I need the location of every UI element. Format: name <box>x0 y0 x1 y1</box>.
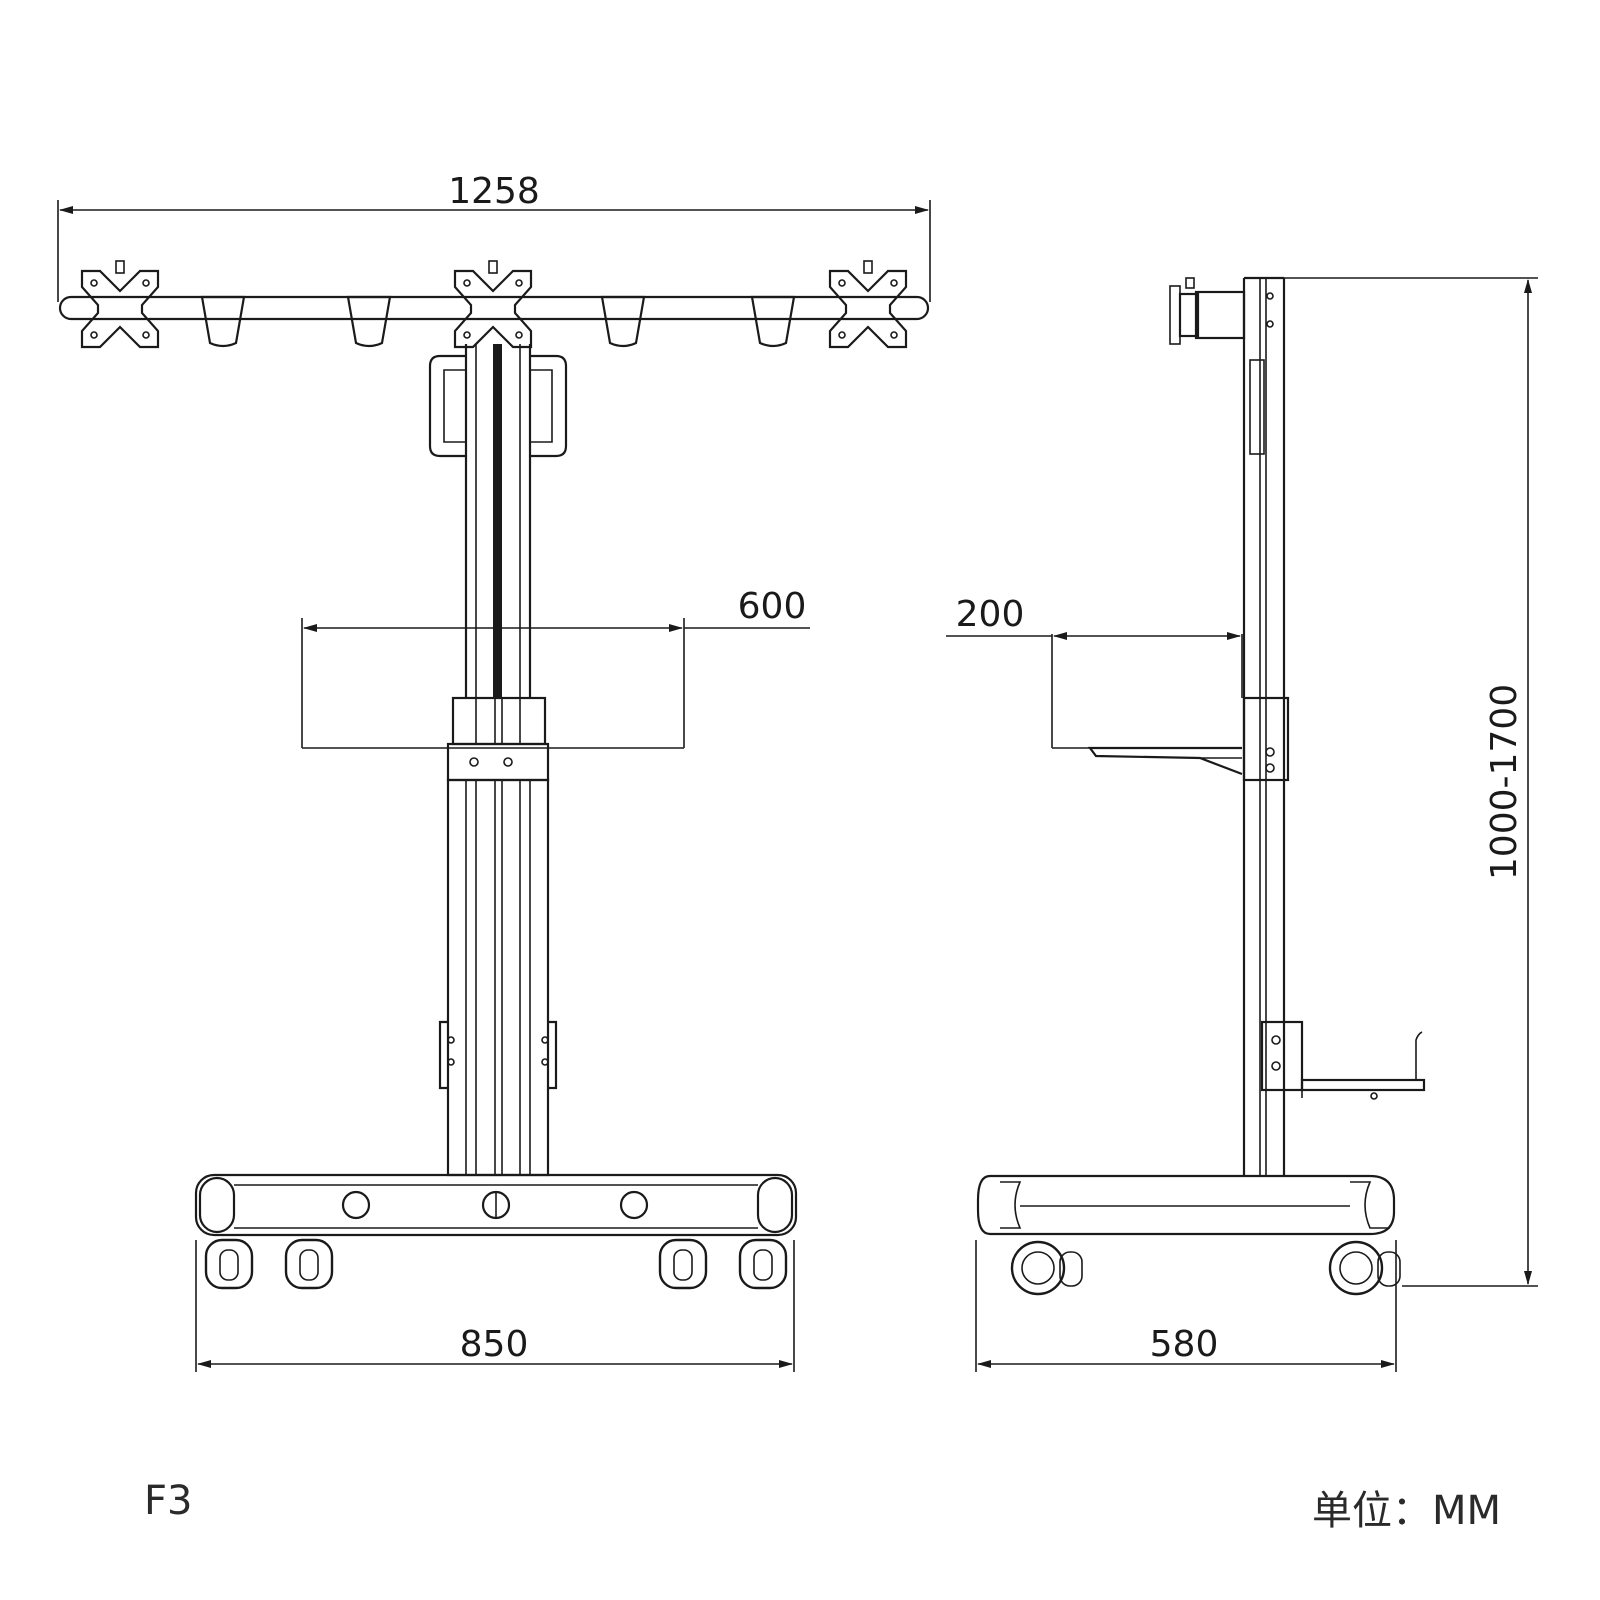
handles <box>428 354 568 458</box>
figure-label: F3 <box>144 1478 193 1524</box>
side-column <box>1242 276 1286 1176</box>
side-casters <box>1010 1240 1401 1296</box>
lower-brackets <box>438 1020 558 1090</box>
cable-clips <box>200 295 796 348</box>
dim-base-depth: 580 <box>975 1240 1397 1372</box>
dim-height-range-text: 1000-1700 <box>1484 684 1525 880</box>
front-view: 1258 <box>57 171 931 1372</box>
dim-tray-width-text: 600 <box>738 586 807 627</box>
side-lower-shelf <box>1260 1020 1426 1100</box>
dim-overall-width: 1258 <box>57 171 931 302</box>
dim-tray-depth: 200 <box>946 594 1243 749</box>
side-base <box>976 1174 1396 1236</box>
front-casters <box>204 1238 788 1290</box>
dim-height-range: 1000-1700 <box>1284 277 1538 1287</box>
dim-base-width-text: 850 <box>460 1324 529 1365</box>
vesa-plate-left <box>80 260 160 349</box>
front-base <box>194 1173 798 1237</box>
dim-base-depth-text: 580 <box>1150 1324 1219 1365</box>
vesa-plate-right <box>828 260 908 349</box>
crossbar <box>58 295 930 321</box>
side-view: 200 <box>946 276 1538 1372</box>
dim-tray-width: 600 <box>301 586 810 749</box>
side-mount-head <box>1169 277 1274 345</box>
dim-base-width: 850 <box>195 1240 795 1372</box>
dim-overall-width-text: 1258 <box>448 171 540 212</box>
vesa-plate-center <box>453 260 533 349</box>
side-tray <box>1087 696 1290 782</box>
column <box>446 344 550 1177</box>
dim-tray-depth-text: 200 <box>956 594 1025 635</box>
unit-label: 单位：MM <box>1312 1488 1502 1534</box>
tray-clamp <box>446 696 550 782</box>
